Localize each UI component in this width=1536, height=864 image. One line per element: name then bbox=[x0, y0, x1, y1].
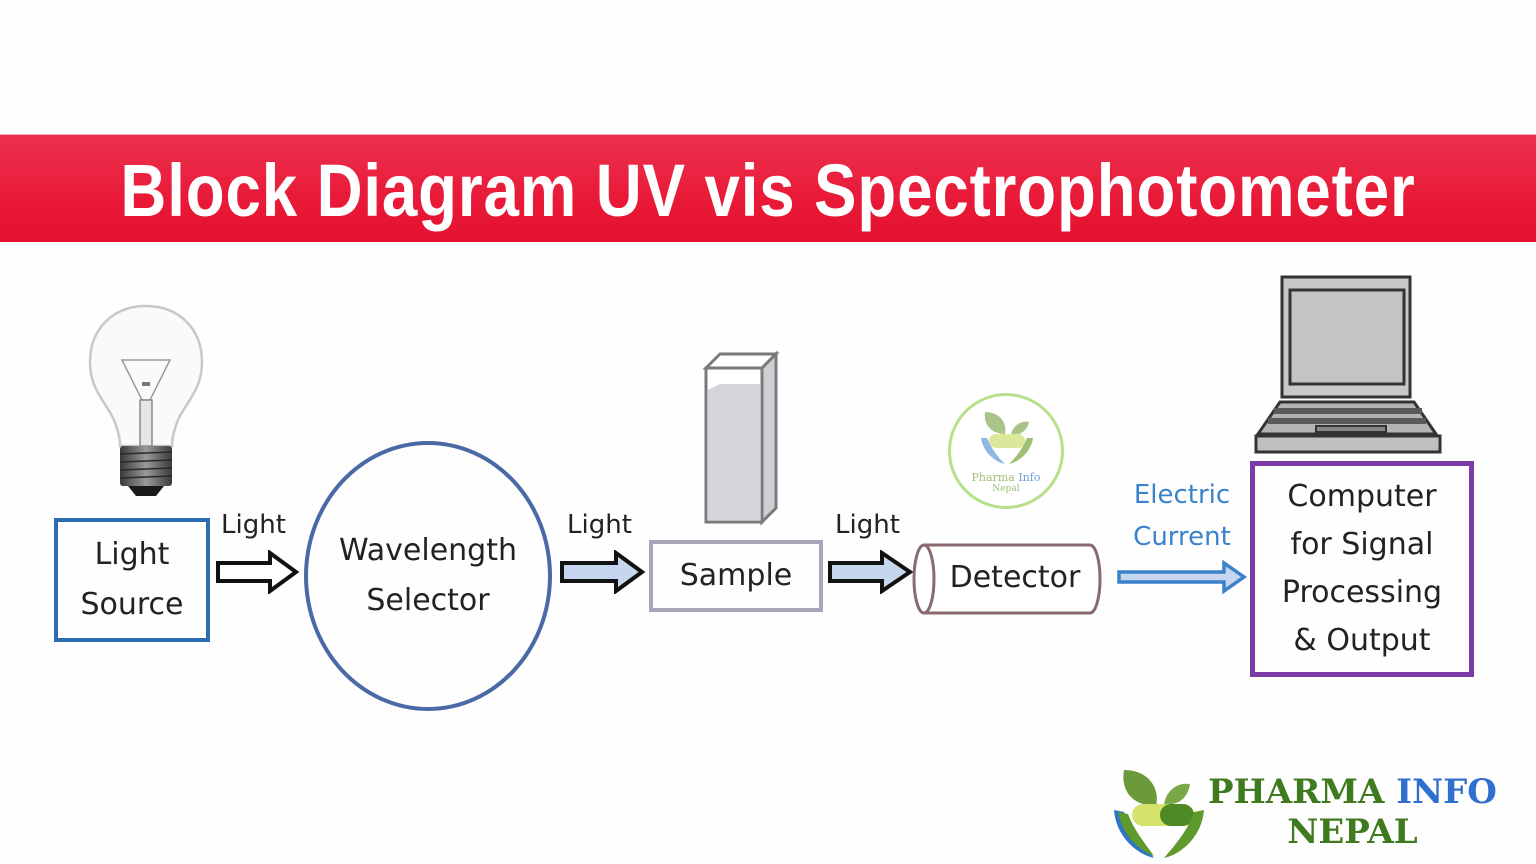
brand-word-pharma: PHARMA bbox=[1208, 772, 1385, 812]
arrow-label-light-2: Light bbox=[567, 510, 632, 540]
brand-wordmark: PHARMA INFO NEPAL bbox=[1208, 772, 1497, 852]
brand-logo-icon bbox=[1114, 770, 1204, 858]
arrow-right-icon bbox=[560, 550, 646, 594]
watermark-logo: Pharma Info Nepal bbox=[948, 393, 1064, 509]
wavelength-label-line1: Wavelength bbox=[339, 533, 517, 568]
detector-label: Detector bbox=[949, 560, 1081, 595]
sample-label: Sample bbox=[679, 558, 793, 593]
arrow-right-icon bbox=[828, 550, 914, 594]
wavelength-selector-block: Wavelength Selector bbox=[304, 441, 552, 711]
wavelength-label-line2: Selector bbox=[366, 583, 490, 618]
title-banner: Block Diagram UV vis Spectrophotometer bbox=[0, 134, 1536, 242]
arrow-label-light-1: Light bbox=[221, 510, 286, 540]
arrow-label-light-3: Light bbox=[835, 510, 900, 540]
detector-block: Detector bbox=[930, 545, 1100, 611]
computer-label-line3: Processing bbox=[1281, 575, 1443, 610]
cuvette-icon bbox=[702, 350, 780, 526]
arrow-right-icon bbox=[216, 550, 300, 594]
watermark-text-pharma: Pharma bbox=[971, 471, 1015, 484]
page-title: Block Diagram UV vis Spectrophotometer bbox=[120, 149, 1416, 232]
arrow-label-electric-current: Electric Current bbox=[1118, 474, 1246, 558]
light-source-label-line2: Source bbox=[80, 587, 184, 622]
computer-block: Computer for Signal Processing & Output bbox=[1250, 461, 1474, 677]
light-bulb-icon bbox=[88, 304, 204, 496]
computer-label-line1: Computer bbox=[1287, 479, 1437, 514]
brand-word-nepal: NEPAL bbox=[1287, 812, 1418, 852]
electric-label-line1: Electric bbox=[1133, 480, 1231, 510]
computer-label-line4: & Output bbox=[1293, 623, 1431, 658]
sample-block: Sample bbox=[649, 540, 823, 612]
computer-label-line2: for Signal bbox=[1290, 527, 1434, 562]
watermark-text-info: Info bbox=[1018, 471, 1041, 484]
electric-label-line2: Current bbox=[1133, 522, 1231, 552]
light-source-block: Light Source bbox=[54, 518, 210, 642]
brand-word-info: INFO bbox=[1396, 772, 1497, 812]
leaf-capsule-icon bbox=[981, 412, 1033, 464]
watermark-text-nepal: Nepal bbox=[992, 484, 1020, 494]
arrow-right-icon bbox=[1117, 560, 1248, 594]
light-source-label-line1: Light bbox=[94, 537, 170, 572]
laptop-icon bbox=[1254, 275, 1442, 454]
detector-cylinder-shape bbox=[912, 543, 1102, 615]
